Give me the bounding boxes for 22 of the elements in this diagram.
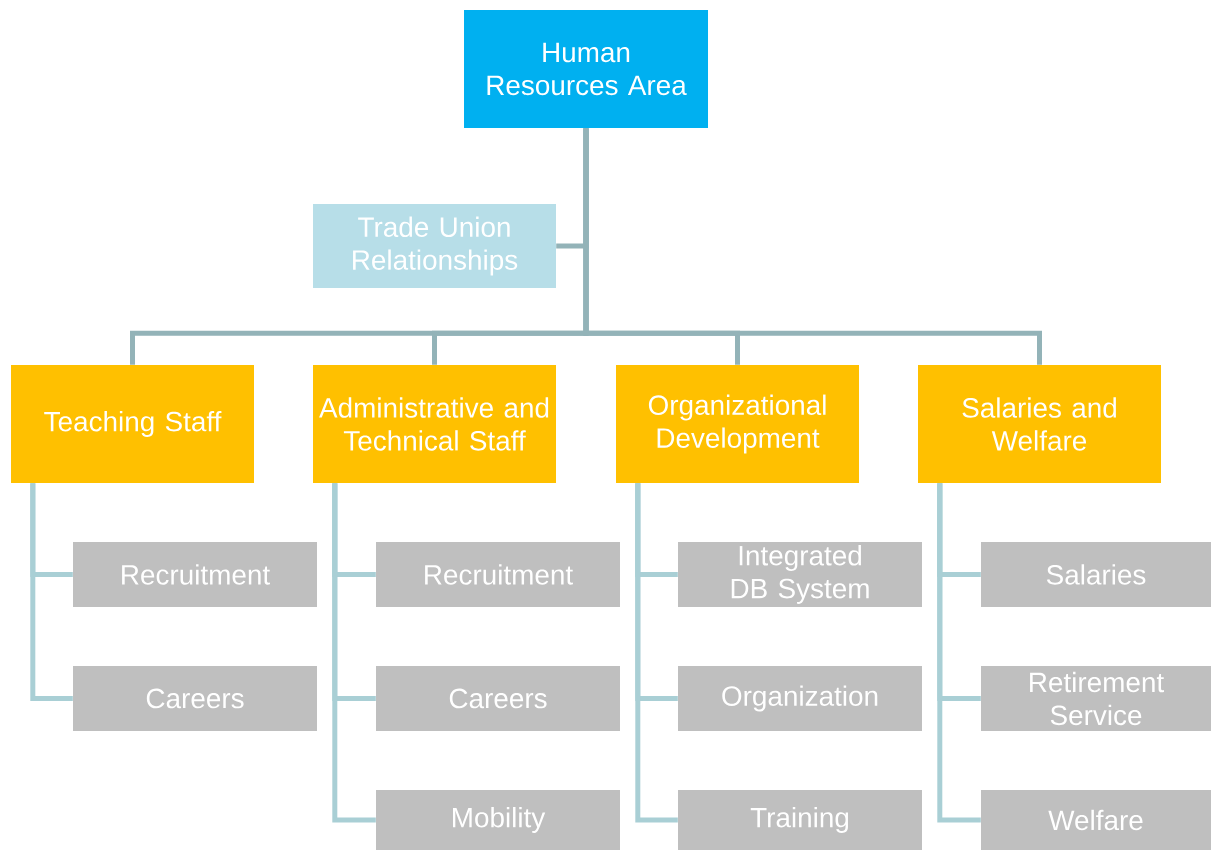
side-box: Trade Union Relationships [313, 204, 556, 288]
department-box: Administrative and Technical Staff [313, 365, 556, 483]
unit-box: Recruitment [376, 542, 620, 607]
unit-box: Recruitment [73, 542, 317, 607]
unit-box: Training [678, 790, 922, 850]
connector-line [937, 483, 981, 823]
connector-line [30, 483, 73, 701]
unit-box: Salaries [981, 542, 1211, 607]
unit-box: Welfare [981, 790, 1211, 850]
unit-box: Integrated DB System [678, 542, 922, 607]
department-box: Organizational Development [616, 365, 859, 483]
connector-line [583, 128, 1042, 365]
head-box: Human Resources Area [464, 10, 708, 128]
unit-box: Organization [678, 666, 922, 731]
unit-box: Careers [73, 666, 317, 731]
unit-box: Mobility [376, 790, 620, 850]
department-box: Salaries and Welfare [918, 365, 1161, 483]
connector-line [635, 483, 678, 823]
unit-box: Careers [376, 666, 620, 731]
connector-line [332, 483, 376, 823]
department-box: Teaching Staff [11, 365, 254, 483]
unit-box: Retirement Service [981, 666, 1211, 731]
